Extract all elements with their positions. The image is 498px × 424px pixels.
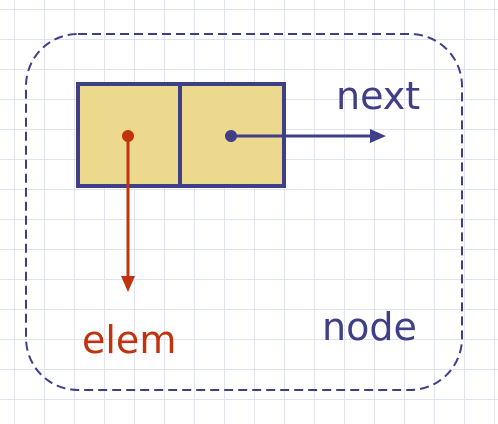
node-label: node bbox=[322, 305, 417, 349]
elem-pointer-arrow bbox=[121, 130, 135, 292]
next-pointer-arrow bbox=[225, 129, 386, 143]
elem-label: elem bbox=[82, 318, 177, 362]
node-boundary bbox=[25, 33, 463, 391]
next-label: next bbox=[336, 74, 421, 118]
